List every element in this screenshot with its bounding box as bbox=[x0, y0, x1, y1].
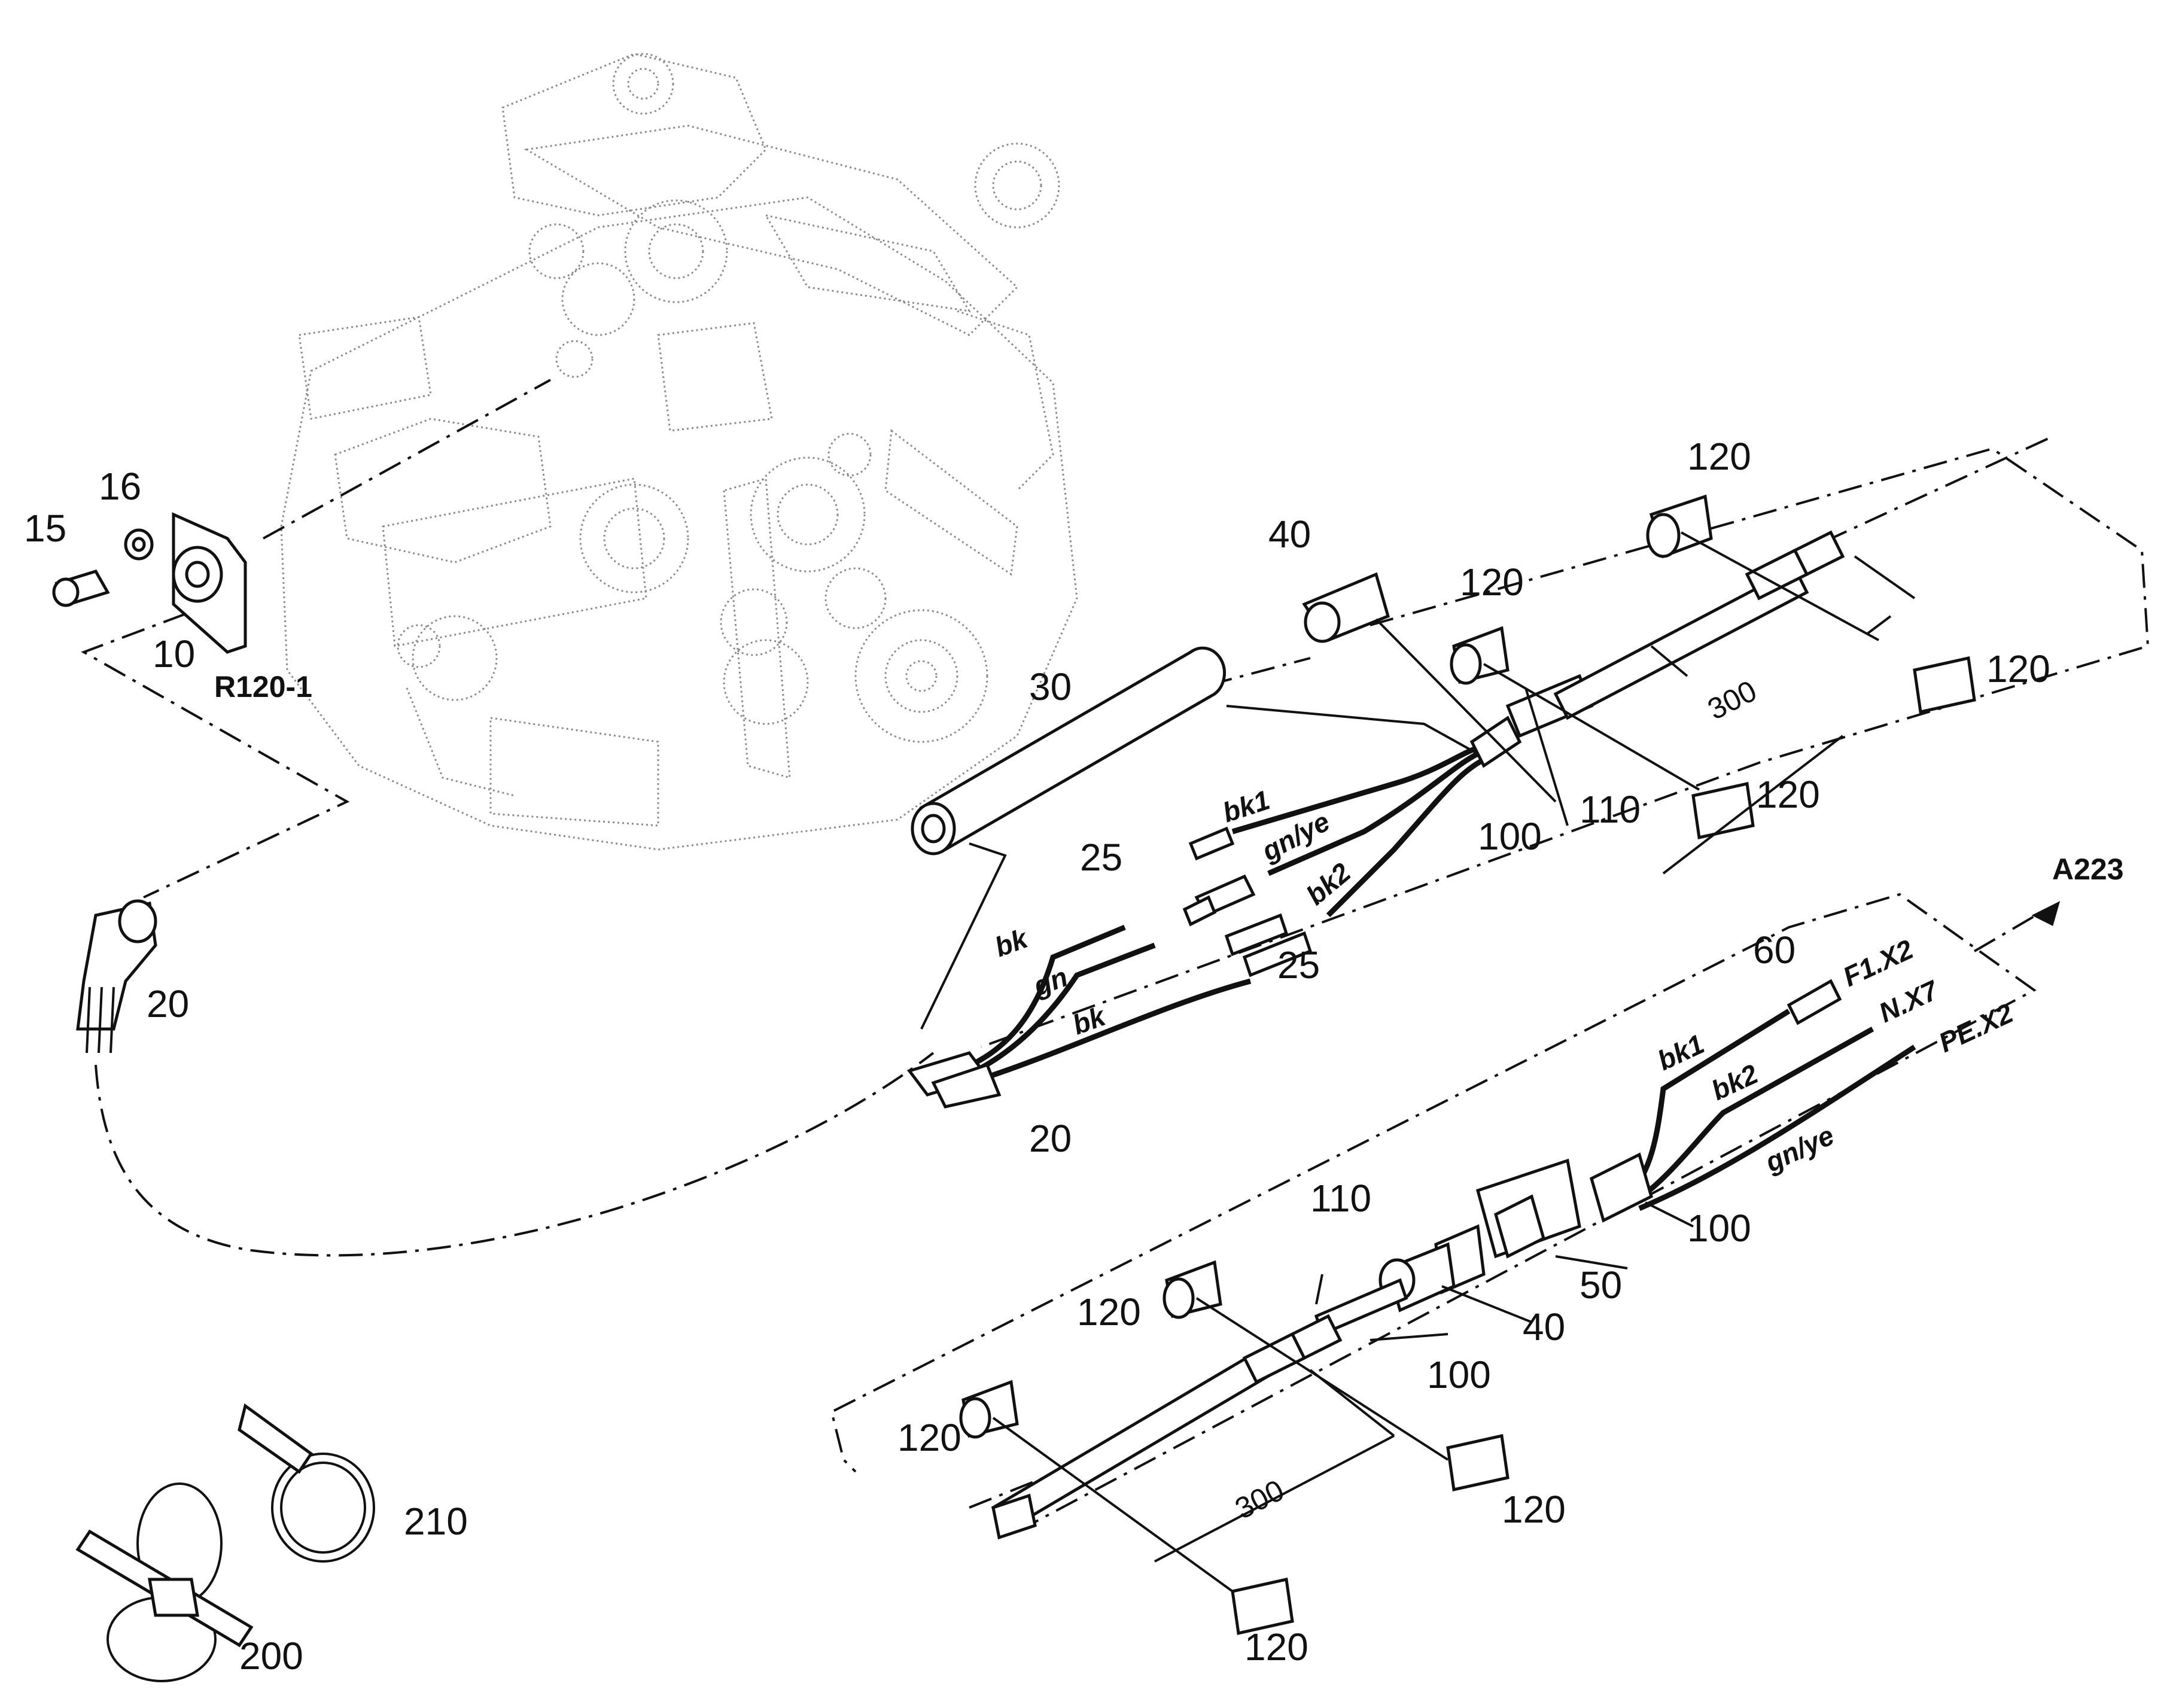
label-120-upper-left: 120 bbox=[1460, 561, 1524, 604]
label-pe-x2: PE.X2 bbox=[1934, 997, 2018, 1058]
connector-20-left bbox=[76, 899, 157, 1054]
label-210: 210 bbox=[404, 1500, 468, 1543]
label-r120-1: R120-1 bbox=[214, 670, 312, 704]
wire-label-gnye-bottom: gn/ye bbox=[1760, 1119, 1839, 1178]
label-n-x7: N.X7 bbox=[1874, 974, 1944, 1028]
part-labels: 15 16 10 R120-1 20 30 40 25 25 20 100 11… bbox=[24, 435, 2124, 1677]
wire-label-bk-a: bk bbox=[991, 922, 1033, 963]
arrow-a223 bbox=[2031, 901, 2061, 926]
label-200: 200 bbox=[239, 1634, 303, 1677]
label-30: 30 bbox=[1029, 665, 1072, 708]
label-100-right: 100 bbox=[1687, 1207, 1751, 1250]
engine-illustration bbox=[280, 53, 1078, 851]
sensor-parts bbox=[52, 512, 247, 654]
label-16: 16 bbox=[99, 465, 141, 508]
label-100-bottom: 100 bbox=[1427, 1353, 1491, 1396]
label-110-bottom: 110 bbox=[1310, 1177, 1371, 1220]
label-120-lower-right: 120 bbox=[1502, 1488, 1566, 1531]
label-120-top: 120 bbox=[1687, 435, 1751, 478]
label-25-top: 25 bbox=[1080, 836, 1122, 879]
label-20-center: 20 bbox=[1029, 1117, 1072, 1160]
label-10: 10 bbox=[153, 632, 195, 675]
leader-lines bbox=[81, 379, 2150, 1533]
lower-sleeves bbox=[959, 1201, 1694, 1636]
tube-30 bbox=[911, 646, 1478, 1030]
label-120-lower-bottom: 120 bbox=[1244, 1625, 1308, 1669]
wire-label-bk1-bottom: bk1 bbox=[1652, 1028, 1709, 1076]
wire-label-bk2-top: bk2 bbox=[1300, 857, 1356, 911]
cable-ties bbox=[75, 1403, 375, 1682]
wire-label-bk2-bottom: bk2 bbox=[1706, 1058, 1763, 1106]
label-100-top: 100 bbox=[1478, 815, 1542, 858]
label-50: 50 bbox=[1580, 1264, 1622, 1307]
label-120-lower-top: 120 bbox=[1077, 1290, 1141, 1333]
label-120-upper-right: 120 bbox=[1986, 647, 2050, 690]
label-20-left: 20 bbox=[147, 982, 189, 1025]
label-40-top: 40 bbox=[1268, 513, 1311, 556]
upper-sleeves bbox=[1375, 494, 1976, 875]
label-25-bottom: 25 bbox=[1277, 943, 1320, 987]
label-f1-x2: F1.X2 bbox=[1838, 933, 1918, 992]
label-110-top: 110 bbox=[1580, 788, 1641, 831]
label-60: 60 bbox=[1753, 928, 1795, 972]
label-a223: A223 bbox=[2052, 853, 2124, 886]
label-15: 15 bbox=[24, 507, 66, 550]
label-300-top: 300 bbox=[1702, 674, 1762, 726]
label-120-upper-mid: 120 bbox=[1756, 773, 1820, 816]
label-40-bottom: 40 bbox=[1523, 1305, 1565, 1348]
lower-harness bbox=[991, 979, 1916, 1540]
label-120-lower-left: 120 bbox=[897, 1416, 961, 1459]
